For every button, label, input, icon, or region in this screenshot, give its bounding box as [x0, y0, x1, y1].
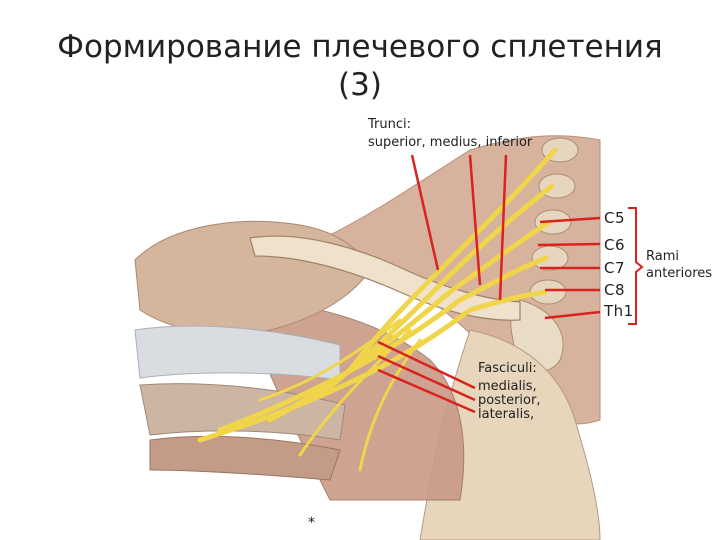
title-line-1: Формирование плечевого сплетения [57, 29, 663, 65]
level-label-c5: C5 [604, 209, 626, 227]
arrow-trunk-superior [410, 154, 440, 271]
slide-title: Формирование плечевого сплетения (3) [0, 28, 720, 104]
pointer-arrows [377, 154, 601, 414]
anatomy-background [134, 135, 601, 540]
rami-bracket [628, 207, 644, 325]
rami-label-line-1: Rami [646, 249, 679, 264]
title-line-2: (3) [338, 67, 382, 103]
arrow-c5 [539, 216, 601, 224]
footnote-asterisk: * [308, 515, 315, 531]
fasciculus-posterior: posterior, [478, 393, 541, 408]
fasciculus-lateralis: lateralis, [478, 407, 535, 422]
level-label-c8: C8 [604, 281, 626, 299]
level-label-c7: C7 [604, 259, 626, 277]
arrow-th1 [544, 310, 601, 320]
trunci-heading: Trunci: [368, 117, 411, 132]
arrow-trunk-medius [468, 154, 482, 286]
arrow-fasciculus-posterior [377, 354, 476, 402]
arrow-fasciculus-medialis [377, 340, 476, 390]
arrow-trunk-inferior [498, 154, 508, 301]
fasciculi-heading: Fasciculi: [478, 361, 537, 376]
clavicle [249, 235, 521, 321]
level-label-th1: Th1 [604, 302, 634, 320]
nerve-branch-b [298, 328, 412, 457]
nerve-bundle [197, 147, 558, 472]
nerve-branch-a [258, 318, 402, 402]
level-label-c6: C6 [604, 236, 626, 254]
rami-label-line-2: anteriores [646, 266, 713, 281]
arrow-fasciculus-lateralis [377, 368, 476, 414]
arrow-c6 [537, 242, 601, 247]
nerve-root-th1 [197, 289, 548, 443]
fasciculus-medialis: medialis, [478, 379, 537, 394]
nerve-root-c8 [217, 255, 549, 433]
trunci-list: superior, medius, inferior [368, 135, 533, 150]
nerve-branch-c [358, 338, 422, 472]
